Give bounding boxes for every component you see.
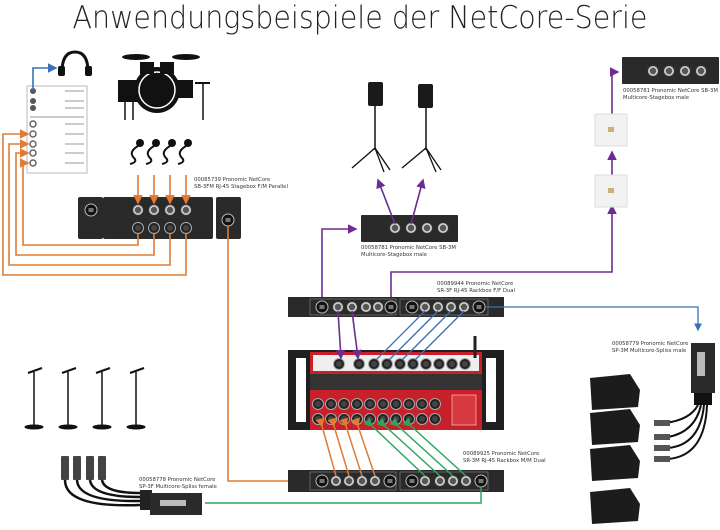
spliss-female-device [61,456,202,515]
label-line: 00089925 Pronomic NetCore [463,451,540,457]
rack-mixer-icon [288,336,504,430]
label-stagebox-male-right: 00058781 Pronomic NetCore SB-3M Multicor… [623,88,718,102]
label-line: 00058779 Pronomic NetCore [612,341,689,347]
label-rackbox-mm: 00089925 Pronomic NetCore SR-3M RJ-45 Ra… [463,451,546,465]
label-rackbox-ff: 00089944 Pronomic NetCore SR-3F RJ-45 Ra… [437,281,515,295]
page-title: Anwendungsbeispiele der NetCore-Serie [72,0,648,36]
stagebox-male-center-device [361,215,458,242]
stagebox-parallel-device [78,197,241,239]
rackbox-ff-device [288,297,504,317]
label-line: SB-3FM RJ-45 Stagebox F/M Parallel [194,184,288,190]
monitor-mixer-panel [26,85,88,174]
label-line: 00058781 Pronomic NetCore SB-3M [623,88,718,94]
label-line: Multicore-Stagebox male [361,252,428,258]
drum-kit-icon [118,54,210,120]
label-stagebox-parallel: 00085739 Pronomic NetCore SB-3FM RJ-45 S… [194,177,288,191]
label-line: SP-3F Multicore-Spliss female [139,484,217,490]
label-stagebox-male-center: 00058781 Pronomic NetCore SB-3M Multicor… [361,245,456,259]
stagebox-male-right-device [622,57,719,84]
label-line: 00089944 Pronomic NetCore [437,281,514,287]
label-line: SP-3M Multicore-Spliss male [612,348,687,354]
floor-monitor-icon [590,374,640,524]
speaker-on-stand-icon [351,82,442,173]
rackbox-mm-device [288,470,504,492]
label-line: 00058781 Pronomic NetCore SB-3M [361,245,456,251]
label-line: SR-3M RJ-45 Rackbox M/M Dual [463,458,546,464]
label-line: 00085739 Pronomic NetCore [194,177,271,183]
label-spliss-female: 00058778 Pronomic NetCore SP-3F Multicor… [139,477,217,491]
mic-stand-icon [24,367,146,430]
spliss-male-device [654,343,715,462]
label-line: 00058778 Pronomic NetCore [139,477,216,483]
label-line: Multicore-Stagebox male [623,95,690,101]
rj45-wall-socket-icon [594,113,628,208]
headphones-icon [58,50,92,76]
microphone-icon [129,139,192,165]
label-line: SR-3F RJ-45 Rackbox F/F Dual [437,288,515,294]
label-spliss-male: 00058779 Pronomic NetCore SP-3M Multicor… [612,341,688,355]
